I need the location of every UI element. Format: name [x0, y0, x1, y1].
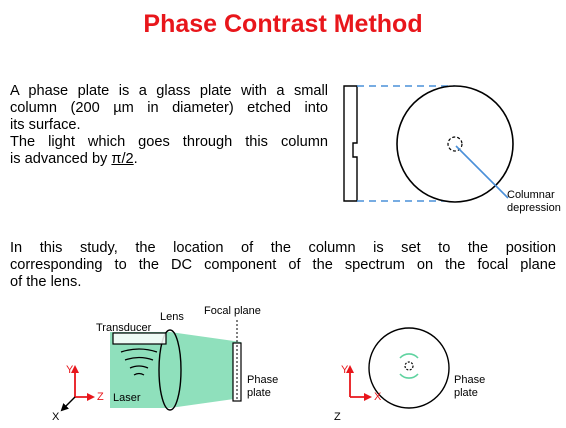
light-beam: [110, 332, 241, 408]
study-paragraph: In this study, the location of the colum…: [10, 240, 556, 291]
intro-line: A phase plate is a glass plate with a sm…: [10, 83, 328, 99]
front-axis-x-label: X: [374, 391, 382, 403]
front-phase-plate-label: Phase plate: [454, 374, 486, 399]
front-axes-icon: [346, 365, 372, 401]
axis-z-label: Z: [97, 391, 104, 403]
phase-shift-value: π/2: [111, 151, 134, 167]
axis-x-label: X: [52, 411, 60, 423]
transducer-block: [112, 332, 167, 345]
focal-plane-label: Focal plane: [204, 305, 261, 317]
side-phase-plate: [232, 342, 242, 402]
laser-label: Laser: [113, 392, 141, 404]
front-view-diagram: [346, 327, 450, 409]
columnar-depression: [447, 136, 463, 152]
side-view-diagram: [60, 320, 242, 412]
front-columnar-depression: [404, 361, 414, 371]
callout-label: Columnar depression: [507, 189, 561, 214]
phase-plate-top-diagram: [343, 85, 514, 203]
intro-line: its surface.: [10, 117, 81, 133]
front-axis-z-label: Z: [334, 411, 341, 423]
lens-label: Lens: [160, 311, 184, 323]
intro-paragraph: A phase plate is a glass plate with a sm…: [10, 83, 328, 168]
diffraction-pattern-icon: [399, 353, 419, 379]
side-axes-icon: [60, 365, 95, 412]
study-line: of the lens.: [10, 274, 82, 290]
intro-line: column (200 µm in diameter) etched into: [10, 100, 328, 116]
phase-plate-profile: [343, 85, 358, 202]
front-axis-y-label: Y: [341, 364, 349, 376]
axis-y-label: Y: [66, 364, 74, 376]
study-line: corresponding to the DC component of the…: [10, 257, 556, 273]
lens-shape: [158, 329, 182, 411]
intro-line: is advanced by π/2.: [10, 151, 138, 167]
study-line: In this study, the location of the colum…: [10, 240, 556, 256]
ultrasound-wave-icon: [120, 348, 158, 376]
side-phase-plate-label: Phase plate: [247, 374, 279, 399]
callout-pointer: [455, 145, 509, 199]
transducer-label: Transducer: [96, 322, 152, 334]
page-title: Phase Contrast Method: [143, 10, 423, 38]
intro-line: The light which goes through this column: [10, 134, 328, 150]
front-phase-plate: [368, 327, 450, 409]
